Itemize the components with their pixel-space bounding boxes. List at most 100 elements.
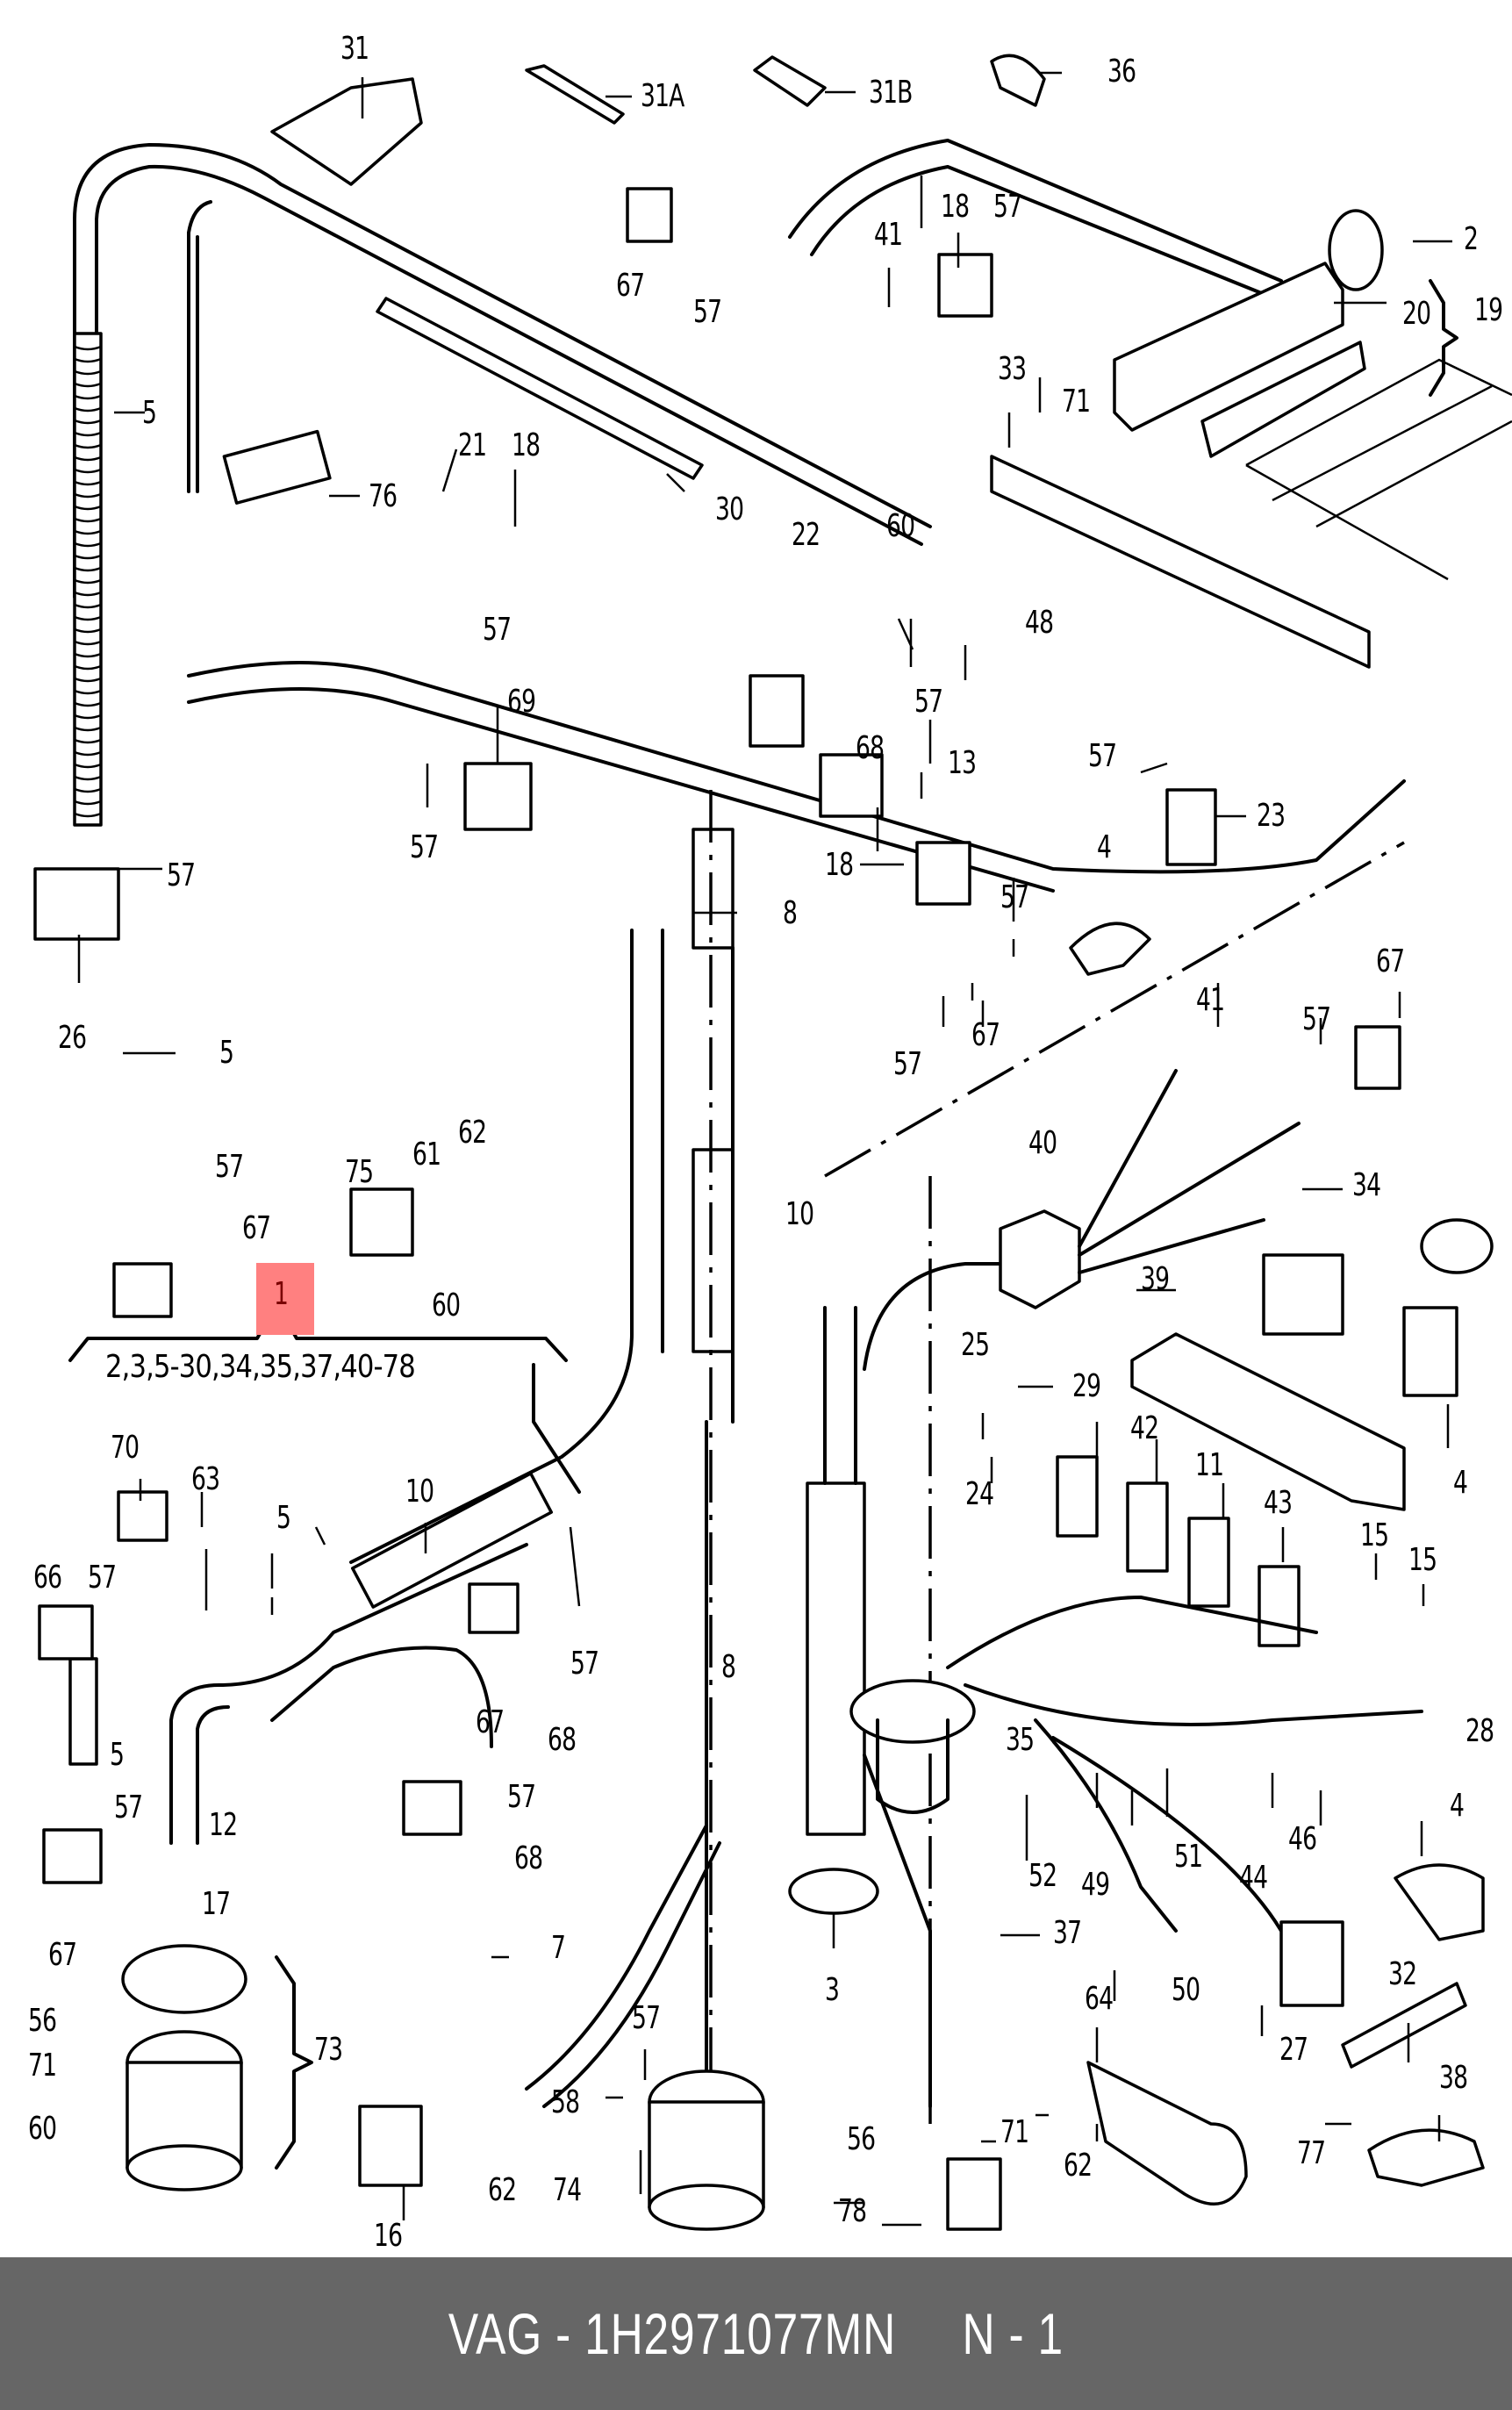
callout-49[interactable]: 49 (1081, 1867, 1110, 1903)
callout-56[interactable]: 56 (28, 2003, 57, 2039)
callout-27[interactable]: 27 (1279, 2032, 1308, 2068)
callout-57[interactable]: 57 (1000, 879, 1029, 915)
callout-67[interactable]: 67 (971, 1017, 1000, 1053)
callout-3[interactable]: 3 (825, 1972, 840, 2008)
callout-67[interactable]: 67 (1376, 943, 1405, 979)
callout-57[interactable]: 57 (893, 1046, 922, 1082)
callout-71[interactable]: 71 (1062, 384, 1091, 420)
callout-51[interactable]: 51 (1174, 1839, 1203, 1875)
callout-67[interactable]: 67 (476, 1704, 505, 1740)
callout-18[interactable]: 18 (825, 847, 854, 883)
callout-10[interactable]: 10 (405, 1474, 434, 1510)
callout-29[interactable]: 29 (1072, 1368, 1101, 1404)
callout-57[interactable]: 57 (632, 2000, 661, 2036)
callout-36[interactable]: 36 (1107, 54, 1136, 90)
callout-4[interactable]: 4 (1453, 1465, 1468, 1501)
callout-74[interactable]: 74 (553, 2172, 582, 2208)
callout-71[interactable]: 71 (1000, 2114, 1029, 2150)
callout-58[interactable]: 58 (551, 2084, 580, 2120)
callout-10[interactable]: 10 (785, 1196, 814, 1232)
callout-42[interactable]: 42 (1130, 1410, 1159, 1446)
callout-2[interactable]: 2 (1464, 221, 1479, 257)
callout-78[interactable]: 78 (838, 2193, 867, 2229)
callout-30[interactable]: 30 (715, 491, 744, 527)
callout-17[interactable]: 17 (202, 1886, 231, 1922)
callout-21[interactable]: 21 (458, 427, 487, 463)
callout-32[interactable]: 32 (1388, 1956, 1417, 1992)
callout-62[interactable]: 62 (488, 2172, 517, 2208)
callout-40[interactable]: 40 (1028, 1125, 1057, 1161)
callout-68[interactable]: 68 (856, 730, 885, 766)
callout-67[interactable]: 67 (616, 268, 645, 304)
callout-46[interactable]: 46 (1288, 1821, 1317, 1857)
highlight-part-1[interactable] (256, 1263, 314, 1335)
callout-68[interactable]: 68 (548, 1722, 577, 1758)
callout-57[interactable]: 57 (693, 294, 722, 330)
callout-18[interactable]: 18 (512, 427, 541, 463)
callout-75[interactable]: 75 (345, 1154, 374, 1190)
callout-61[interactable]: 61 (412, 1137, 441, 1173)
callout-18[interactable]: 18 (941, 189, 970, 225)
callout-71[interactable]: 71 (28, 2048, 57, 2084)
callout-15[interactable]: 15 (1408, 1542, 1437, 1578)
callout-15[interactable]: 15 (1360, 1517, 1389, 1553)
callout-16[interactable]: 16 (374, 2218, 403, 2254)
callout-57[interactable]: 57 (507, 1779, 536, 1815)
callout-8[interactable]: 8 (721, 1649, 736, 1685)
callout-57[interactable]: 57 (993, 189, 1022, 225)
callout-70[interactable]: 70 (111, 1430, 140, 1466)
callout-5[interactable]: 5 (276, 1500, 291, 1536)
callout-4[interactable]: 4 (1450, 1788, 1465, 1824)
callout-52[interactable]: 52 (1028, 1858, 1057, 1894)
callout-48[interactable]: 48 (1025, 605, 1054, 641)
callout-1[interactable]: 1 (274, 1276, 289, 1312)
callout-67[interactable]: 67 (242, 1210, 271, 1246)
callout-57[interactable]: 57 (114, 1790, 143, 1825)
callout-13[interactable]: 13 (948, 745, 977, 781)
callout-7[interactable]: 7 (551, 1930, 566, 1966)
callout-57[interactable]: 57 (483, 612, 512, 648)
callout-5[interactable]: 5 (110, 1737, 125, 1773)
callout-37[interactable]: 37 (1053, 1915, 1082, 1951)
callout-34[interactable]: 34 (1352, 1167, 1381, 1203)
callout-57[interactable]: 57 (215, 1149, 244, 1185)
callout-62[interactable]: 62 (458, 1115, 487, 1151)
callout-41[interactable]: 41 (874, 217, 903, 253)
callout-23[interactable]: 23 (1257, 798, 1286, 834)
callout-60[interactable]: 60 (432, 1287, 461, 1323)
callout-63[interactable]: 63 (191, 1461, 220, 1497)
callout-12[interactable]: 12 (209, 1807, 238, 1843)
callout-62[interactable]: 62 (1064, 2148, 1093, 2184)
callout-35[interactable]: 35 (1006, 1722, 1035, 1758)
callout-41[interactable]: 41 (1196, 982, 1225, 1018)
callout-60[interactable]: 60 (886, 508, 915, 544)
callout-33[interactable]: 33 (998, 351, 1027, 387)
callout-31[interactable]: 31 (340, 31, 369, 67)
callout-8[interactable]: 8 (783, 895, 798, 931)
callout-66[interactable]: 66 (33, 1560, 62, 1596)
callout-57[interactable]: 57 (410, 829, 439, 865)
callout-60[interactable]: 60 (28, 2111, 57, 2147)
callout-73[interactable]: 73 (314, 2032, 343, 2068)
callout-67[interactable]: 67 (48, 1937, 77, 1973)
callout-19[interactable]: 19 (1474, 292, 1503, 328)
callout-31b[interactable]: 31B (869, 75, 913, 111)
callout-38[interactable]: 38 (1439, 2060, 1468, 2096)
callout-76[interactable]: 76 (369, 478, 398, 514)
callout-26[interactable]: 26 (58, 1020, 87, 1056)
callout-57[interactable]: 57 (1302, 1001, 1331, 1037)
callout-56[interactable]: 56 (847, 2121, 876, 2157)
callout-77[interactable]: 77 (1297, 2135, 1326, 2171)
callout-25[interactable]: 25 (961, 1327, 990, 1363)
callout-28[interactable]: 28 (1465, 1713, 1494, 1749)
callout-64[interactable]: 64 (1085, 1981, 1114, 2017)
callout-57[interactable]: 57 (88, 1560, 117, 1596)
callout-57[interactable]: 57 (167, 857, 196, 893)
callout-50[interactable]: 50 (1172, 1972, 1200, 2008)
callout-44[interactable]: 44 (1239, 1860, 1268, 1896)
callout-20[interactable]: 20 (1402, 296, 1431, 332)
callout-24[interactable]: 24 (965, 1476, 994, 1512)
callout-69[interactable]: 69 (507, 684, 536, 720)
callout-43[interactable]: 43 (1264, 1485, 1293, 1521)
callout-5[interactable]: 5 (219, 1035, 234, 1071)
